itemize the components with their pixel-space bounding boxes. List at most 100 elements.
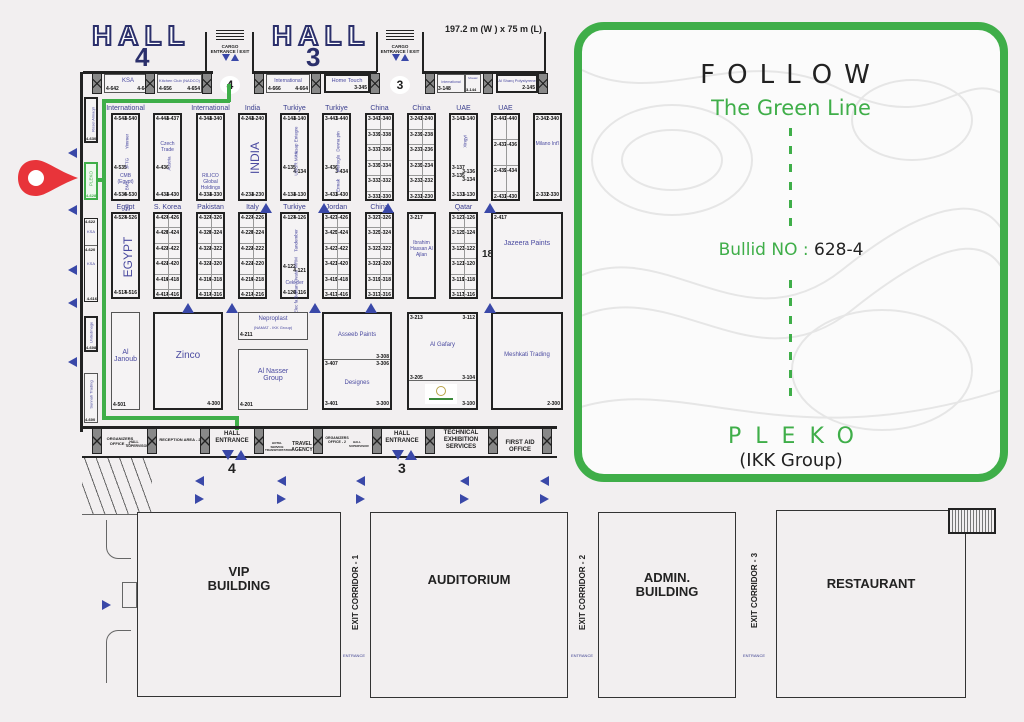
booth-code: 3-422 <box>335 245 348 252</box>
restaurant[interactable]: RESTAURANT <box>776 510 966 698</box>
booth-meshkati[interactable]: Meshkati Trading 2-300 <box>491 312 563 410</box>
booth-divider <box>379 115 381 199</box>
booth-al-janoub[interactable]: Al Janoub 4-501 <box>111 312 140 410</box>
booth-sunnah-trading[interactable]: Sunnah Trading 4-600 <box>84 373 98 423</box>
booth-code: 3-416 <box>335 292 348 298</box>
vip-entrance-door[interactable] <box>122 582 137 608</box>
hall-entrance-3[interactable]: HALL ENTRANCE <box>385 431 419 444</box>
cargo-label: CARGO ENTRANCE / EXIT <box>210 44 250 54</box>
arrow-up-icon <box>226 303 238 313</box>
booth-code: 4-430 <box>166 192 179 198</box>
exit-corridor-3[interactable]: EXIT CORRIDOR - 3 <box>750 552 759 628</box>
green-route-segment <box>102 416 238 420</box>
booth-code: 4-421 <box>156 261 169 268</box>
hall-supervisor-1[interactable]: HALL SUPERVISOR <box>126 440 149 448</box>
booth-divider <box>167 214 169 297</box>
booth-mosaic[interactable]: Mosaic 3-144 <box>465 74 481 93</box>
booth-rosel-almaqri[interactable]: Rosel Almaqri 4-630 <box>84 97 98 143</box>
booth-code: 4-201 <box>240 402 253 408</box>
building-name: RESTAURANT <box>826 576 916 591</box>
company-group: (IKK Group) <box>739 450 843 471</box>
arrow-right-icon <box>102 600 111 610</box>
green-route-segment <box>227 84 231 102</box>
booth-code: 4-326 <box>209 215 222 221</box>
booth-unitedmage[interactable]: Unitedmage 4-608 <box>84 316 98 352</box>
booth-code: 3-239 <box>410 131 423 138</box>
booth-international-top[interactable]: International 4-666 4-664 <box>266 74 310 93</box>
booth-code: 2-434 <box>504 168 517 174</box>
admin-building[interactable]: ADMIN. BUILDING <box>598 512 736 698</box>
cargo-entrance-3[interactable]: CARGO ENTRANCE / EXIT <box>380 30 420 70</box>
organizers-office-1[interactable]: ORGANIZERS OFFICE - 1 <box>106 436 134 446</box>
booth-code: 4-122 <box>283 264 296 270</box>
booth-home-touch[interactable]: Home Touch 3-345 <box>324 74 370 93</box>
booth-name: Al Gafary <box>429 342 455 348</box>
exit-corridor-2[interactable]: EXIT CORRIDOR - 2 <box>578 554 587 630</box>
pillar <box>202 73 212 94</box>
booth-zinco[interactable]: Zinco 4-300 <box>153 312 223 410</box>
booth-ksa-left[interactable]: 4-622 KSA 4-620 KSA 4-616 <box>84 218 98 302</box>
hall-entrance-4[interactable]: HALL ENTRANCE <box>215 431 249 444</box>
pillar <box>254 428 264 454</box>
booth-ksa-top[interactable]: KSA 4-642 4-640 <box>104 74 152 93</box>
hall-supervisor-2[interactable]: HALL SUPERVISOR <box>349 440 369 448</box>
booth-code: 4-216 <box>251 292 264 298</box>
booth-code: 4-424 <box>166 230 179 237</box>
booth-name: Asseeb Paints <box>337 332 377 338</box>
booth-code: 4-441 <box>156 116 169 122</box>
booth-neproplast[interactable]: Neproplast (NAMAT - IKK Group) 4-211 <box>238 312 308 340</box>
technical-exhibition-services[interactable]: TECHNICAL EXHIBITION SERVICES <box>443 430 479 450</box>
booth-al-nasser[interactable]: Al Nasser Group 4-201 <box>238 349 308 410</box>
pillar <box>145 73 155 94</box>
booth-asseeb-designes[interactable]: Asseeb Paints 3-308 3-407 3-306 Designes… <box>322 312 392 410</box>
booth-divider <box>324 359 390 360</box>
first-aid-office[interactable]: FIRST AID OFFICE <box>505 440 535 453</box>
booth-kitchen-club[interactable]: Kitchen Club (NADCO) 4-656 4-654 <box>157 74 202 93</box>
booth-international-hall2[interactable]: International 3-148 <box>437 74 465 93</box>
booth-code: 3-122 <box>462 245 475 252</box>
exit-corridor-1[interactable]: EXIT CORRIDOR - 1 <box>351 554 360 630</box>
arrow-up-icon <box>231 54 239 61</box>
booth-al-gafary[interactable]: 3-213 3-112 Al Gafary 3-205 3-104 3-100 <box>407 312 478 410</box>
travel-agency[interactable]: TRAVEL AGENCY <box>291 441 313 453</box>
location-pin-icon[interactable] <box>16 158 80 202</box>
cargo-entrance-4[interactable]: CARGO ENTRANCE / EXIT <box>210 30 250 70</box>
booth-code: 3-300 <box>376 401 389 407</box>
booth-code: 4-211 <box>240 332 253 338</box>
auditorium[interactable]: AUDITORIUM <box>370 512 568 698</box>
country-label: China <box>412 105 431 112</box>
reception-area-2[interactable]: RECEPTION AREA - 2 <box>159 437 201 442</box>
hall-3-number: 3 <box>306 42 321 72</box>
booth-code: 3-213 <box>410 315 423 321</box>
aisle-marker-18: 18 <box>482 249 494 260</box>
booth-pleko-ikk[interactable]: PLEKO 4-628 <box>84 162 98 200</box>
dashed-route-line <box>789 280 792 400</box>
organizers-office-2[interactable]: ORGANIZERS OFFICE - 2 <box>325 436 349 444</box>
arrow-up-icon <box>382 203 394 213</box>
booth-al-sharq[interactable]: Al Sharq Polystyrene 2-145 <box>496 74 538 93</box>
booth-code: 4-319 <box>199 276 212 283</box>
hotel-services[interactable]: HOTEL SERVICE TRANSPORTATION <box>265 441 293 452</box>
vip-building[interactable]: VIP BUILDING <box>137 512 341 697</box>
